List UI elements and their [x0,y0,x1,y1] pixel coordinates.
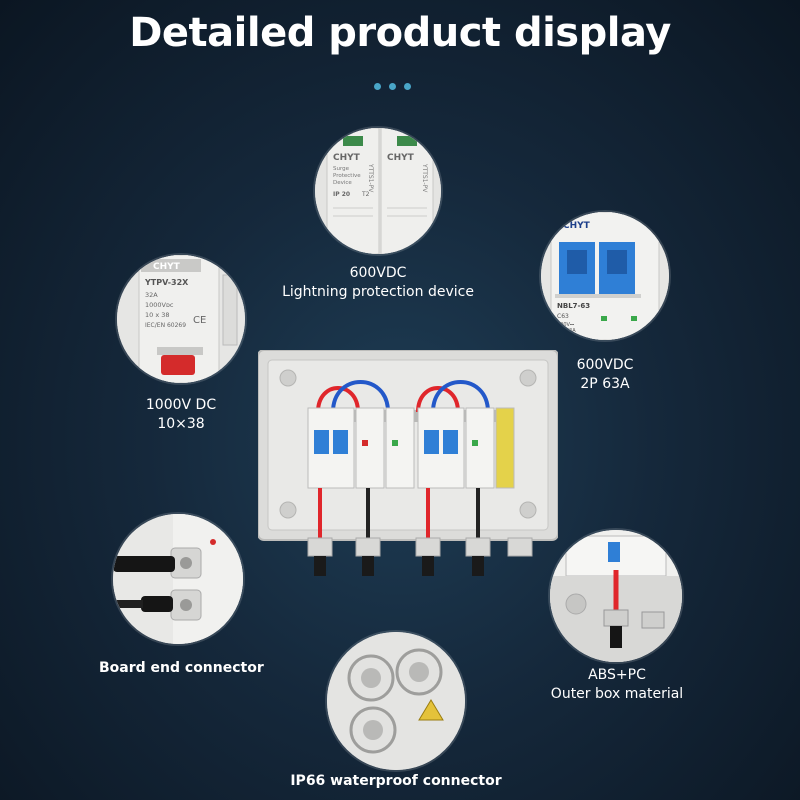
fuse-caption-line2: 10×38 [157,416,205,432]
board-connector-caption-line1: Board end connector [99,660,264,676]
decorative-dots [374,83,411,90]
spd-caption-line2: Lightning protection device [282,284,474,300]
breaker-spec-1: C63 [557,313,569,320]
material-caption-line2: Outer box material [550,686,684,702]
waterproof-connector-photo [327,632,465,770]
spd-desc-2: Protective [333,173,361,179]
spd-t: T2 [361,191,370,198]
breaker-spec-4: Icu=6KA [557,334,579,340]
board-connector-caption: Board end connector [99,659,264,678]
spd-model-left: YTTS1-PV [367,163,374,193]
spd-caption: 600VDC Lightning protection device [278,264,478,302]
spd-ip: IP 20 [333,191,350,198]
spd-model-right: YTTS1-PV [421,163,428,193]
breaker-spec-3: In=63A [557,328,576,334]
fuse-spec-2: 1000Vᴅᴄ [145,301,174,309]
fuse-model: YTPV-32X [144,278,189,287]
page-title: Detailed product display [129,10,671,56]
board-connector-photo [113,514,243,644]
combiner-box [257,349,559,580]
spd-photo: CHYT CHYT Surge Protective Device IP 20 … [315,128,441,254]
spd-desc-1: Surge [333,166,350,172]
waterproof-caption-line1: IP66 waterproof connector [290,773,502,789]
material-caption-line1: ABS+PC [588,667,646,683]
breaker-spec-2: 600V⎓ [557,322,574,328]
fuse-spec-4: IEC/EN 60269 [145,322,186,329]
spd-caption-line1: 600VDC [349,265,407,281]
svg-text:CE: CE [193,315,206,326]
fuse-brand: CHYT [153,262,181,272]
waterproof-caption: IP66 waterproof connector [283,772,509,791]
breaker-caption: 600VDC 2P 63A [545,356,665,394]
spd-desc-3: Device [333,180,352,186]
fuse-spec-1: 32A [145,291,158,299]
breaker-photo: CHYT NBL7-63 C63 600V⎓ In=63A Icu=6KA [541,212,669,340]
spd-brand-left: CHYT [333,153,361,163]
fuse-caption: 1000V DC 10×38 [121,396,241,434]
material-photo [550,530,682,662]
fuse-caption-line1: 1000V DC [145,397,217,413]
breaker-caption-line2: 2P 63A [580,376,630,392]
breaker-model: NBL7-63 [557,302,590,310]
fuse-spec-3: 10 x 38 [145,311,170,319]
breaker-brand: CHYT [563,221,591,231]
material-caption: ABS+PC Outer box material [532,666,702,704]
fuse-photo: CHYT YTPV-32X 32A 1000Vᴅᴄ 10 x 38 IEC/EN… [117,255,245,383]
breaker-caption-line1: 600VDC [576,357,634,373]
spd-brand-right: CHYT [387,153,415,163]
